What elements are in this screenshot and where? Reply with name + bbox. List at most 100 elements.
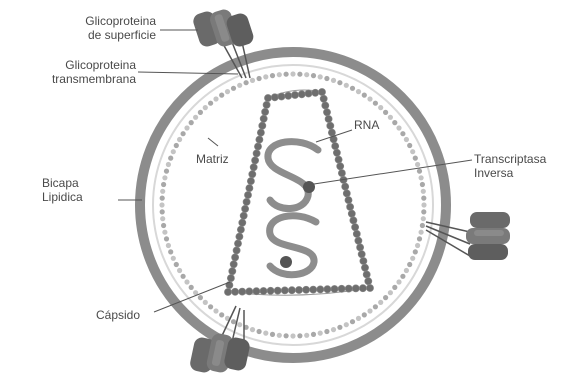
bilayer-bead — [297, 333, 302, 338]
bilayer-bead — [161, 182, 166, 187]
bilayer-bead — [356, 316, 361, 321]
bilayer-bead — [421, 196, 426, 201]
bilayer-bead — [177, 268, 182, 273]
capsid-bead — [257, 129, 264, 136]
capsid-bead — [320, 95, 327, 102]
bilayer-bead — [160, 209, 165, 214]
capsid-bead — [345, 285, 352, 292]
bilayer-bead — [373, 304, 378, 309]
capsid-bead — [338, 170, 345, 177]
capsid-bead — [318, 88, 325, 95]
bilayer-bead — [162, 175, 167, 180]
bilayer-bead — [420, 182, 425, 187]
capsid-bead — [267, 287, 274, 294]
bilayer-bead — [213, 96, 218, 101]
bilayer-bead — [367, 308, 372, 313]
bilayer-bead — [263, 331, 268, 336]
reverse-transcriptase-dot — [280, 256, 292, 268]
bilayer-bead — [420, 223, 425, 228]
bilayer-bead — [304, 72, 309, 77]
bilayer-bead — [166, 243, 171, 248]
capsid-bead — [260, 287, 267, 294]
bilayer-bead — [181, 131, 186, 136]
bilayer-bead — [419, 230, 424, 235]
bilayer-bead — [277, 333, 282, 338]
bilayer-bead — [160, 216, 165, 221]
bilayer-bead — [164, 236, 169, 241]
bilayer-bead — [388, 115, 393, 120]
bilayer-bead — [284, 72, 289, 77]
capsid-bead — [281, 287, 288, 294]
bilayer-bead — [400, 274, 405, 279]
capsid-bead — [312, 89, 319, 96]
capsid-bead — [363, 271, 370, 278]
capsid-bead — [256, 136, 263, 143]
bilayer-bead — [181, 274, 186, 279]
reverse-transcriptase-dot — [303, 181, 315, 193]
bilayer-bead — [344, 83, 349, 88]
bilayer-bead — [415, 162, 420, 167]
leader-matrix — [208, 138, 218, 146]
bilayer-bead — [396, 125, 401, 130]
capsid-bead — [359, 285, 366, 292]
bilayer-bead — [311, 73, 316, 78]
capsid-bead — [232, 288, 239, 295]
capsid-bead — [242, 205, 249, 212]
bilayer-bead — [284, 333, 289, 338]
bilayer-bead — [203, 105, 208, 110]
capsid-bead — [247, 178, 254, 185]
bilayer-bead — [407, 143, 412, 148]
bilayer-bead — [324, 76, 329, 81]
bilayer-bead — [174, 262, 179, 267]
capsid-bead — [295, 286, 302, 293]
bilayer-bead — [160, 189, 165, 194]
bilayer-bead — [270, 73, 275, 78]
capsid-bead — [262, 108, 269, 115]
bilayer-bead — [225, 89, 230, 94]
bilayer-bead — [337, 325, 342, 330]
capsid-bead — [230, 261, 237, 268]
capsid-bead — [291, 91, 298, 98]
bilayer-bead — [413, 156, 418, 161]
bilayer-bead — [189, 285, 194, 290]
capsid-bead — [328, 129, 335, 136]
bilayer-bead — [203, 300, 208, 305]
capsid-bead — [237, 226, 244, 233]
bilayer-bead — [174, 143, 179, 148]
capsid-bead — [360, 257, 367, 264]
capsid-bead — [345, 197, 352, 204]
bilayer-bead — [324, 329, 329, 334]
capsid-bead — [338, 285, 345, 292]
bilayer-bead — [257, 329, 262, 334]
capsid-bead — [288, 287, 295, 294]
label-transmembrane-glycoprotein: Glicoproteina transmembrana — [34, 58, 136, 86]
capsid-bead — [352, 285, 359, 292]
bilayer-bead — [318, 331, 323, 336]
bilayer-bead — [184, 279, 189, 284]
capsid-bead — [254, 143, 261, 150]
capsid-bead — [298, 91, 305, 98]
bilayer-bead — [290, 71, 295, 76]
bilayer-bead — [189, 120, 194, 125]
bilayer-bead — [344, 322, 349, 327]
capsid-bead — [347, 203, 354, 210]
capsid-bead — [353, 230, 360, 237]
capsid-bead — [224, 288, 231, 295]
bilayer-bead — [171, 149, 176, 154]
bilayer-bead — [166, 162, 171, 167]
capsid-bead — [246, 185, 253, 192]
bilayer-bead — [193, 115, 198, 120]
capsid-bead — [366, 284, 373, 291]
bilayer-bead — [331, 327, 336, 332]
bilayer-bead — [184, 125, 189, 130]
bilayer-bead — [417, 236, 422, 241]
bilayer-bead — [331, 78, 336, 83]
capsid-bead — [337, 163, 344, 170]
capsid-bead — [361, 264, 368, 271]
bilayer-bead — [297, 72, 302, 77]
label-lipid-bilayer: Bicapa Lipidica — [42, 176, 83, 204]
bilayer-bead — [373, 101, 378, 106]
capsid-bead — [252, 157, 259, 164]
capsid-bead — [352, 224, 359, 231]
bilayer-bead — [257, 76, 262, 81]
